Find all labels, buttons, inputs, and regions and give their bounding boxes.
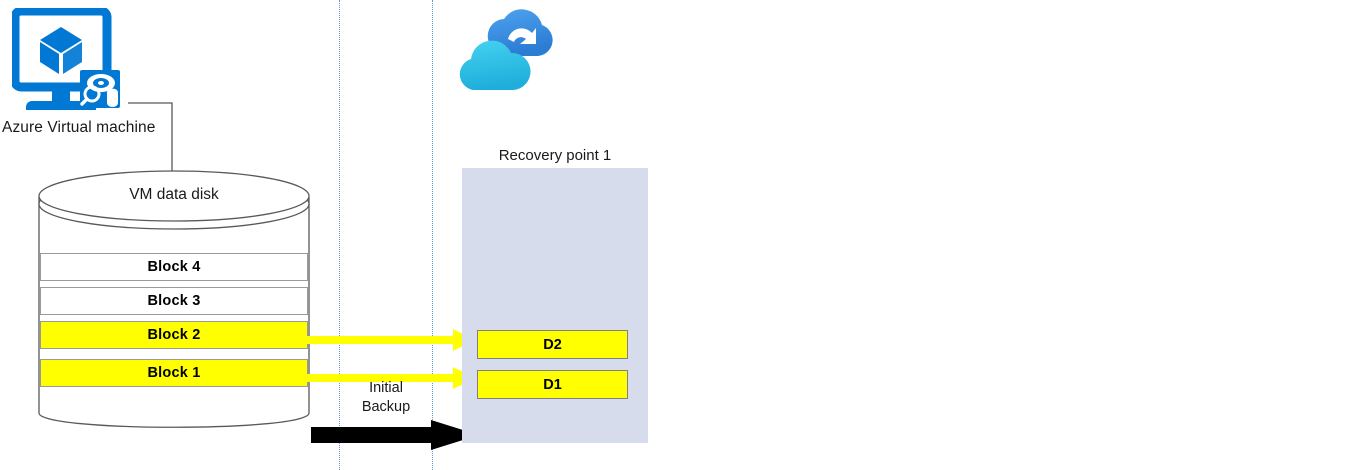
- initial-backup-label-line-2: Backup: [361, 399, 411, 415]
- recovery-point-block-d1: D1: [477, 370, 628, 399]
- yellow-arrow-block-2-to-d2: [303, 329, 475, 351]
- initial-backup-label-line-1: Initial: [369, 380, 403, 396]
- vm-data-disk-title: VM data disk: [129, 186, 219, 203]
- recovery-point-panel: [462, 168, 648, 443]
- vm-to-disk-connector: [128, 99, 176, 183]
- recovery-point-block-d2: D2: [477, 330, 628, 359]
- azure-virtual-machine-icon: [12, 8, 124, 113]
- vm-label: Azure Virtual machine: [2, 119, 156, 136]
- disk-block-1: Block 1: [40, 359, 308, 387]
- recovery-point-title: Recovery point 1: [498, 147, 612, 164]
- vertical-guide-line-right: [432, 0, 433, 470]
- disk-block-2: Block 2: [40, 321, 308, 349]
- vertical-guide-line-left: [339, 0, 340, 470]
- disk-block-3: Block 3: [40, 287, 308, 315]
- initial-backup-label: Initial Backup: [340, 379, 432, 417]
- yellow-arrow-block-1-to-d1: [303, 367, 475, 389]
- black-arrow-initial-backup: [311, 420, 479, 450]
- disk-block-4: Block 4: [40, 253, 308, 281]
- azure-backup-cloud-icon: [455, 6, 565, 94]
